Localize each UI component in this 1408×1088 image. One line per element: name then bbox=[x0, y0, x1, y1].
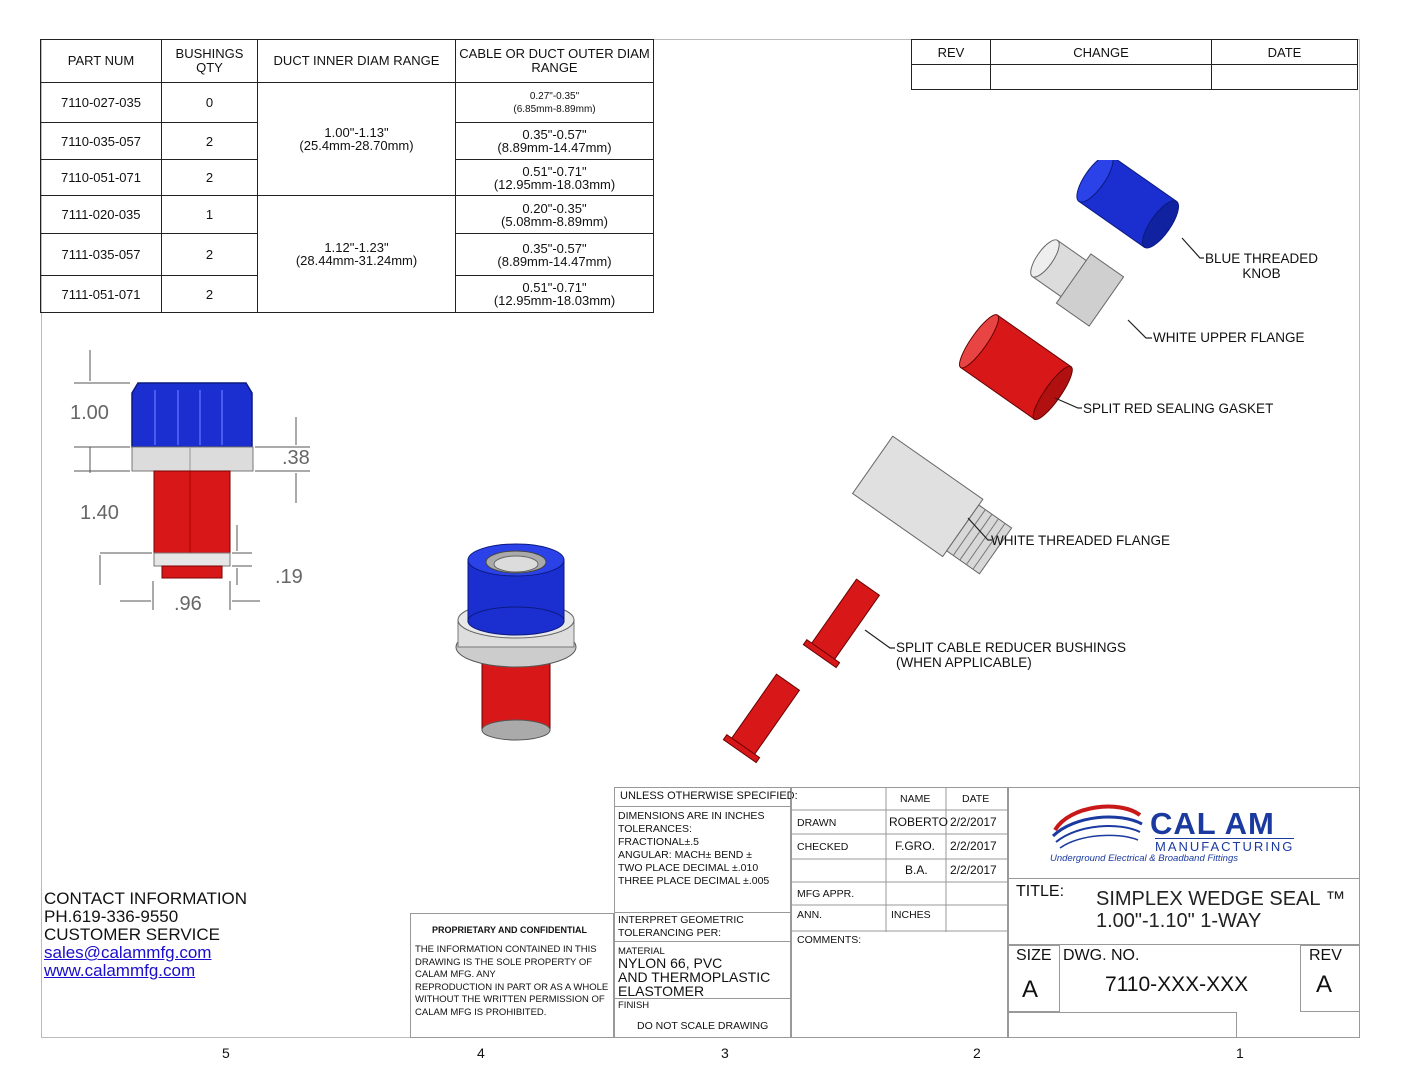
col-part-num: PART NUM bbox=[40, 39, 162, 83]
approvals-box bbox=[791, 787, 1008, 1038]
table-cell-qty: 2 bbox=[161, 122, 258, 160]
table-cell-part: 7111-020-035 bbox=[40, 195, 162, 234]
size-value: A bbox=[1022, 976, 1039, 1003]
table-cell-outer: 0.20"-0.35"(5.08mm-8.89mm) bbox=[455, 195, 654, 234]
table-cell-part: 7110-035-057 bbox=[40, 122, 162, 160]
no-scale-note: DO NOT SCALE DRAWING bbox=[637, 1020, 769, 1032]
name-header: NAME bbox=[900, 793, 931, 805]
table-cell-part: 7111-051-071 bbox=[40, 275, 162, 313]
table-cell-qty: 2 bbox=[161, 233, 258, 276]
col-duct-inner: DUCT INNER DIAM RANGE bbox=[257, 39, 456, 83]
callout-bushings: SPLIT CABLE REDUCER BUSHINGS(WHEN APPLIC… bbox=[896, 640, 1127, 670]
drawn-date: 2/2/2017 bbox=[950, 815, 997, 829]
table-cell-part: 7111-035-057 bbox=[40, 233, 162, 276]
assembled-view bbox=[455, 543, 577, 741]
checked-date: 2/2/2017 bbox=[950, 839, 997, 853]
zone-number: 5 bbox=[222, 1045, 230, 1061]
logo-text: CAL AM bbox=[1150, 806, 1275, 841]
contact-service: CUSTOMER SERVICE bbox=[44, 925, 221, 944]
size-label: SIZE bbox=[1016, 947, 1052, 964]
table-cell-outer: 0.51"-0.71"(12.95mm-18.03mm) bbox=[455, 275, 654, 313]
rev-value: A bbox=[1316, 971, 1333, 998]
checked-label: CHECKED bbox=[797, 841, 849, 853]
zone-number: 2 bbox=[973, 1045, 981, 1061]
table-cell-outer: 0.35"-0.57"(8.89mm-14.47mm) bbox=[455, 122, 654, 160]
dim-lip: .19 bbox=[275, 566, 303, 588]
ann-label: ANN. bbox=[797, 909, 823, 921]
proprietary-title: PROPRIETARY AND CONFIDENTIAL bbox=[432, 925, 588, 935]
unless-specified: UNLESS OTHERWISE SPECIFIED: bbox=[620, 790, 798, 802]
website-link[interactable]: www.calammfg.com bbox=[44, 961, 196, 980]
dim-flange: .38 bbox=[282, 447, 310, 469]
table-cell-inner: 1.00"-1.13"(25.4mm-28.70mm) bbox=[257, 82, 456, 196]
change-header: CHANGE bbox=[990, 39, 1212, 65]
col-outer-diam: CABLE OR DUCT OUTER DIAM RANGE bbox=[455, 39, 654, 83]
contact-heading: CONTACT INFORMATION bbox=[44, 889, 248, 908]
dwg-no-value: 7110-XXX-XXX bbox=[1105, 973, 1249, 996]
table-cell-qty: 2 bbox=[161, 275, 258, 313]
callout-gasket: SPLIT RED SEALING GASKET bbox=[1083, 401, 1274, 416]
date-header: DATE bbox=[1211, 39, 1358, 65]
callout-upper-flange: WHITE UPPER FLANGE bbox=[1153, 330, 1305, 345]
material-label: MATERIAL bbox=[618, 946, 665, 957]
table-cell-qty: 2 bbox=[161, 159, 258, 196]
ba-date: 2/2/2017 bbox=[950, 863, 997, 877]
title-label: TITLE: bbox=[1016, 883, 1065, 900]
table-cell-inner: 1.12"-1.23"(28.44mm-31.24mm) bbox=[257, 195, 456, 313]
checked-name: F.GRO. bbox=[895, 839, 936, 853]
table-cell-qty: 0 bbox=[161, 82, 258, 123]
date-header: DATE bbox=[962, 793, 990, 805]
calam-logo-swoosh bbox=[1051, 804, 1143, 849]
finish-label: FINISH bbox=[618, 1000, 650, 1011]
proprietary-box bbox=[410, 913, 614, 1038]
logo-sub: MANUFACTURING bbox=[1155, 838, 1295, 854]
zone-number: 1 bbox=[1236, 1045, 1244, 1061]
zone-number: 4 bbox=[477, 1045, 485, 1061]
rev-header: REV bbox=[911, 39, 991, 65]
contact-info: CONTACT INFORMATION PH.619-336-9550 CUST… bbox=[44, 890, 247, 980]
callout-threaded-flange: WHITE THREADED FLANGE bbox=[991, 533, 1171, 548]
table-cell-qty: 1 bbox=[161, 195, 258, 234]
dwg-no-label: DWG. NO. bbox=[1063, 947, 1140, 964]
dim-width: .96 bbox=[174, 593, 202, 615]
email-link[interactable]: sales@calammfg.com bbox=[44, 943, 212, 962]
drawn-name: ROBERTO bbox=[889, 815, 948, 829]
dim-height-top: 1.00 bbox=[70, 402, 109, 424]
rev-label: REV bbox=[1309, 947, 1342, 964]
drawn-label: DRAWN bbox=[797, 817, 837, 829]
table-cell-part: 7110-051-071 bbox=[40, 159, 162, 196]
side-view-drawing bbox=[74, 350, 310, 610]
mfg-appr-label: MFG APPR. bbox=[797, 888, 855, 900]
zone-number: 3 bbox=[721, 1045, 729, 1061]
comments-label: COMMENTS: bbox=[797, 934, 862, 946]
parts-table: PART NUM BUSHINGS QTY DUCT INNER DIAM RA… bbox=[40, 39, 654, 313]
table-cell-outer: 0.35"-0.57"(8.89mm-14.47mm) bbox=[455, 233, 654, 276]
table-cell-part: 7110-027-035 bbox=[40, 82, 162, 123]
col-bushings-qty: BUSHINGS QTY bbox=[161, 39, 258, 83]
ba-name: B.A. bbox=[905, 863, 928, 877]
ann-value: INCHES bbox=[891, 909, 931, 921]
logo-tagline: Underground Electrical & Broadband Fitti… bbox=[1050, 853, 1238, 864]
revision-table: REV CHANGE DATE bbox=[911, 39, 1358, 90]
contact-phone: PH.619-336-9550 bbox=[44, 907, 179, 926]
table-cell-outer: 0.27"-0.35"(6.85mm-8.89mm) bbox=[455, 82, 654, 123]
exploded-view bbox=[722, 160, 1204, 764]
table-cell-outer: 0.51"-0.71"(12.95mm-18.03mm) bbox=[455, 159, 654, 196]
dim-height-body: 1.40 bbox=[80, 502, 119, 524]
